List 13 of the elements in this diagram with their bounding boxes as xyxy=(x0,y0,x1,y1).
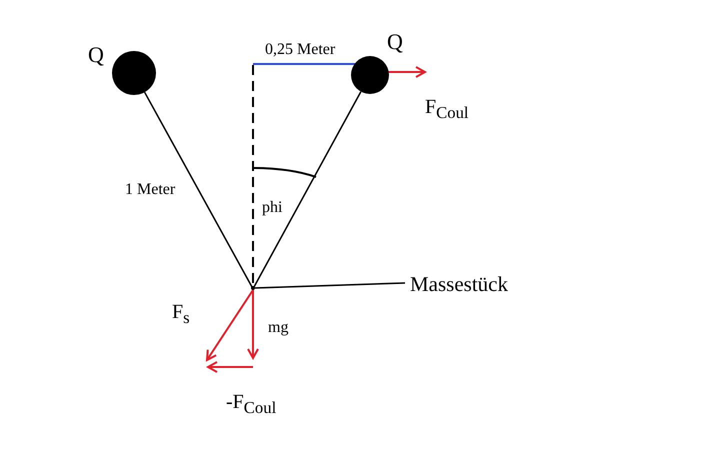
force-label: F$_{Coul}$ xyxy=(425,97,469,122)
charge-label: Q xyxy=(387,31,403,53)
mass-label: Massestück xyxy=(410,274,508,295)
force-label: F$_{s}$ xyxy=(172,302,190,327)
string-line xyxy=(144,92,253,288)
dimension-label: 0,25 Meter xyxy=(265,42,336,58)
angle-label: phi xyxy=(262,200,282,216)
force-label: mg xyxy=(268,320,288,336)
edge-label: 1 Meter xyxy=(125,182,176,198)
charge-label: Q xyxy=(88,44,104,66)
leader-line xyxy=(254,282,406,289)
string-line xyxy=(253,91,362,288)
force-label: -F$_{Coul}$ xyxy=(226,392,276,417)
